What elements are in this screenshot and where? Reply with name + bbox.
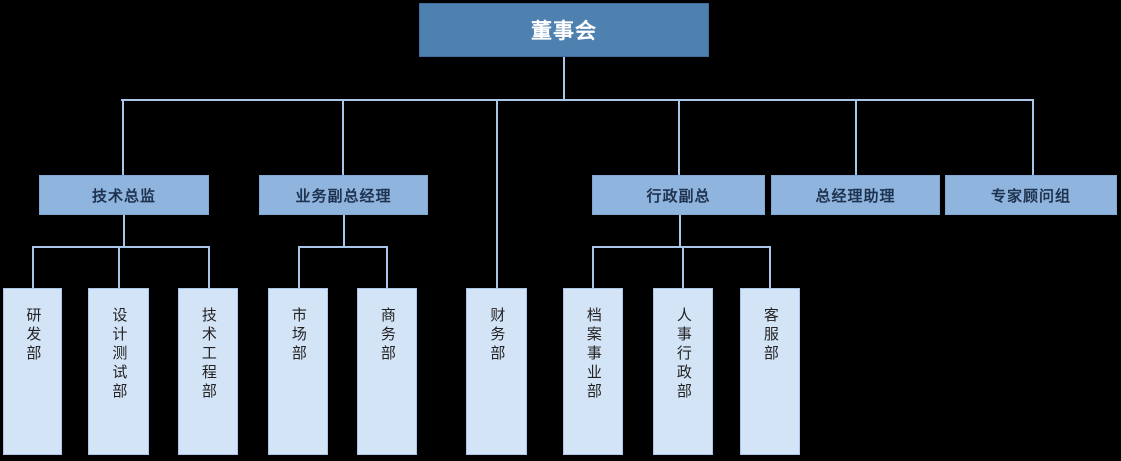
node-label: 专家顾问组 (990, 186, 1071, 205)
node-label: 研发部 (24, 307, 43, 364)
connector-drop-admin-vp (678, 99, 680, 175)
node-marketing-dept[interactable]: 市场部 (268, 288, 328, 455)
connector-business-vp-bus (298, 246, 388, 248)
connector-tech-director-bus (32, 246, 210, 248)
node-board-of-directors[interactable]: 董事会 (419, 3, 709, 57)
node-label: 财务部 (488, 307, 507, 364)
node-gm-assistant[interactable]: 总经理助理 (771, 175, 940, 215)
node-label: 技术总监 (91, 186, 156, 205)
node-admin-vp[interactable]: 行政副总 (592, 175, 765, 215)
node-label: 技术工程部 (199, 307, 218, 402)
connector-drop-archive-division (592, 246, 594, 288)
connector-root-trunk (563, 57, 565, 100)
node-label: 业务副总经理 (295, 186, 392, 205)
node-label: 设计测试部 (110, 307, 129, 402)
node-customer-service-dept[interactable]: 客服部 (740, 288, 800, 455)
node-tech-engineering-dept[interactable]: 技术工程部 (178, 288, 238, 455)
node-label: 总经理助理 (815, 186, 896, 205)
connector-admin-vp-trunk (679, 215, 681, 247)
connector-drop-business-vp (342, 99, 344, 175)
node-rd-dept[interactable]: 研发部 (3, 288, 62, 455)
node-expert-advisory-group[interactable]: 专家顾问组 (945, 175, 1117, 215)
connector-drop-marketing-dept (298, 246, 300, 288)
connector-business-vp-trunk (343, 215, 345, 247)
connector-drop-gm-assistant (855, 99, 857, 175)
node-hr-admin-dept[interactable]: 人事行政部 (653, 288, 713, 455)
node-design-test-dept[interactable]: 设计测试部 (88, 288, 149, 455)
node-tech-director[interactable]: 技术总监 (39, 175, 209, 215)
connector-drop-tech-director (122, 99, 124, 175)
connector-drop-expert-group (1032, 99, 1034, 175)
node-label: 档案事业部 (584, 307, 603, 402)
node-archive-division[interactable]: 档案事业部 (563, 288, 623, 455)
node-label: 行政副总 (646, 186, 711, 205)
connector-drop-design-test-dept (118, 246, 120, 288)
node-label: 人事行政部 (674, 307, 693, 402)
connector-admin-vp-bus (592, 246, 771, 248)
node-label: 客服部 (761, 307, 780, 364)
node-label: 市场部 (289, 307, 308, 364)
connector-top-bus (121, 99, 1034, 101)
node-finance-dept[interactable]: 财务部 (466, 288, 527, 455)
connector-tech-director-trunk (123, 215, 125, 247)
node-commerce-dept[interactable]: 商务部 (357, 288, 417, 455)
connector-drop-customer-service-dept (769, 246, 771, 288)
node-label: 商务部 (378, 307, 397, 364)
connector-drop-commerce-dept (386, 246, 388, 288)
connector-drop-finance-dept (496, 99, 498, 288)
node-business-vp[interactable]: 业务副总经理 (259, 175, 428, 215)
connector-drop-tech-engineering-dept (208, 246, 210, 288)
connector-drop-rd-dept (32, 246, 34, 288)
connector-drop-hr-admin-dept (682, 246, 684, 288)
node-label: 董事会 (531, 19, 597, 43)
